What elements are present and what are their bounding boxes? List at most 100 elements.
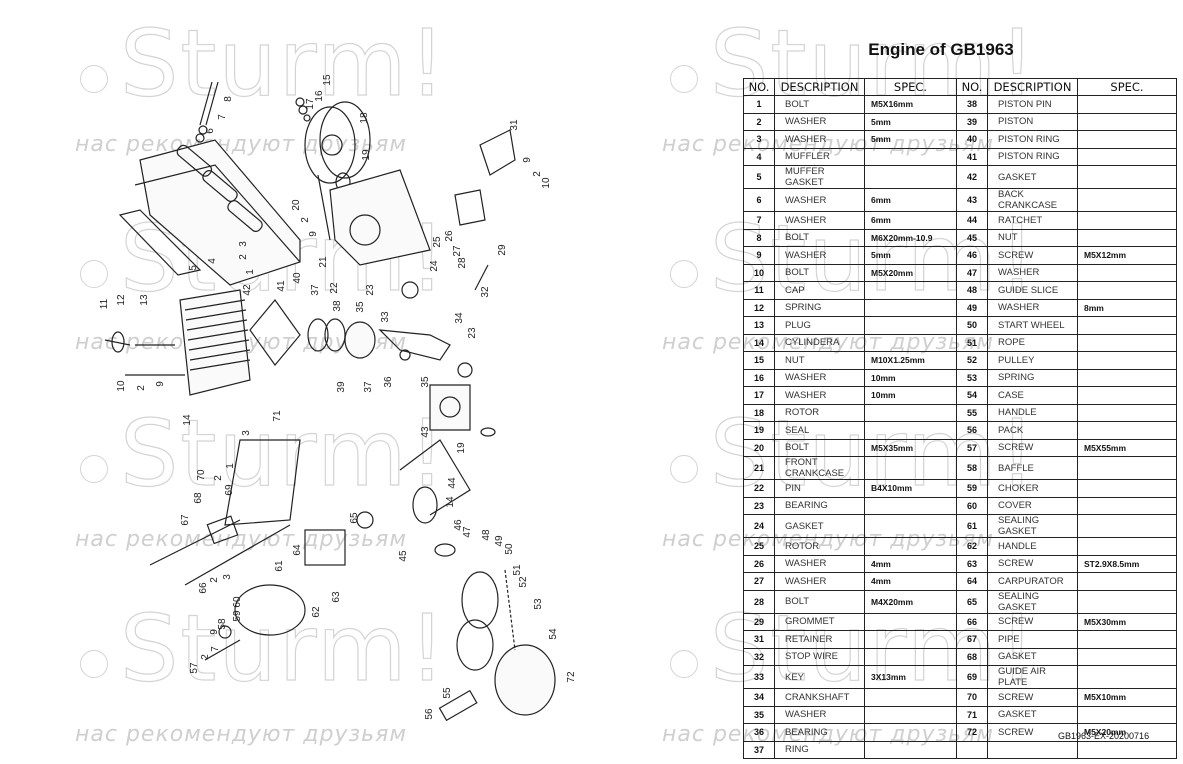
callout-number: 35 (355, 301, 366, 313)
cell-spec (1077, 211, 1177, 230)
watermark-slogan: нас рекомендуют друзьям (75, 132, 407, 157)
cell-description: PIN (774, 479, 865, 498)
callout-number: 3 (238, 241, 249, 247)
cell-part-number: 29 (743, 612, 775, 631)
callout-number: 4 (207, 258, 218, 264)
callout-number: 1 (225, 463, 236, 469)
watermark-dot (80, 650, 108, 678)
cell-description: GASKET (774, 514, 865, 538)
cell-spec (1077, 130, 1177, 149)
cell-description: ROTOR (774, 537, 865, 556)
header-no: NO. (956, 78, 988, 96)
cell-description: PIPE (987, 630, 1078, 649)
cell-spec (864, 165, 957, 189)
cell-description: STOP WIRE (774, 647, 865, 666)
callout-number: 55 (442, 687, 453, 699)
callout-number: 5 (188, 265, 199, 271)
guide-air-plate-part (224, 439, 301, 526)
cell-part-number: 57 (956, 438, 988, 457)
callout-number: 15 (322, 74, 333, 86)
cell-part-number: 3 (743, 130, 775, 149)
cell-part-number: 66 (956, 612, 988, 631)
cell-part-number: 6 (743, 188, 775, 212)
callout-number: 53 (533, 598, 544, 610)
cell-description: CHOKER (987, 479, 1078, 498)
callout-number: 1 (245, 269, 256, 275)
cell-description: WASHER (774, 130, 865, 149)
cell-description: PISTON (987, 112, 1078, 131)
cell-spec (1077, 514, 1177, 538)
cell-spec: M5X30mm (1077, 612, 1177, 631)
cell-spec (864, 514, 957, 538)
callout-number: 9 (522, 157, 533, 163)
callout-number: 3 (222, 574, 233, 580)
cell-spec (1077, 589, 1177, 614)
cell-spec (1077, 165, 1177, 189)
cell-spec (1077, 496, 1177, 515)
cell-spec (864, 456, 957, 480)
gasket-part (249, 299, 301, 366)
callout-number: 65 (349, 512, 360, 524)
carburetor-part (304, 529, 346, 566)
cell-spec (864, 333, 957, 352)
watermark-dot (670, 65, 698, 93)
cell-spec (1077, 630, 1177, 649)
callout-number: 17 (305, 98, 316, 110)
cell-part-number: 48 (956, 281, 988, 300)
header-description: DESCRIPTION (774, 78, 865, 96)
cell-part-number: 5 (743, 165, 775, 189)
cell-spec: M4X20mm (864, 589, 957, 614)
callout-number: 24 (429, 260, 440, 272)
cell-description: WASHER (774, 246, 865, 265)
cell-description: SPRING (987, 368, 1078, 387)
cell-description: CRANKSHAFT (774, 688, 865, 707)
cell-description: START WHEEL (987, 316, 1078, 335)
cell-part-number: 35 (743, 705, 775, 724)
cell-description: BACK CRANKCASE (987, 188, 1078, 212)
watermark-dot (670, 260, 698, 288)
callout-number: 3 (241, 430, 252, 436)
cell-description: WASHER (987, 263, 1078, 282)
cell-spec (1077, 740, 1177, 759)
callout-number: 47 (462, 526, 473, 538)
callout-number: 2 (200, 654, 211, 660)
watermark-dot (80, 455, 108, 483)
callout-number: 63 (331, 591, 342, 603)
cell-spec (1077, 368, 1177, 387)
callout-number: 49 (494, 535, 505, 547)
callout-number: 54 (548, 628, 559, 640)
cell-part-number: 31 (743, 630, 775, 649)
cell-part-number: 69 (956, 665, 988, 689)
cell-spec (1077, 537, 1177, 556)
cover-part (234, 584, 306, 636)
cell-description: BOLT (774, 228, 865, 247)
spark-plug-part (104, 339, 175, 346)
front-crankcase-part (329, 169, 431, 299)
cell-description: SCREW (987, 688, 1078, 707)
callout-number: 31 (509, 119, 520, 131)
cell-spec (864, 316, 957, 335)
cell-spec (1077, 456, 1177, 480)
cell-part-number: 59 (956, 479, 988, 498)
cell-description: ROTOR (774, 403, 865, 422)
cell-spec (1077, 351, 1177, 370)
cell-part-number: 61 (956, 514, 988, 538)
cell-description: GASKET (987, 647, 1078, 666)
cell-spec: 8mm (1077, 298, 1177, 317)
callout-number: 40 (292, 272, 303, 284)
cell-part-number: 7 (743, 211, 775, 230)
